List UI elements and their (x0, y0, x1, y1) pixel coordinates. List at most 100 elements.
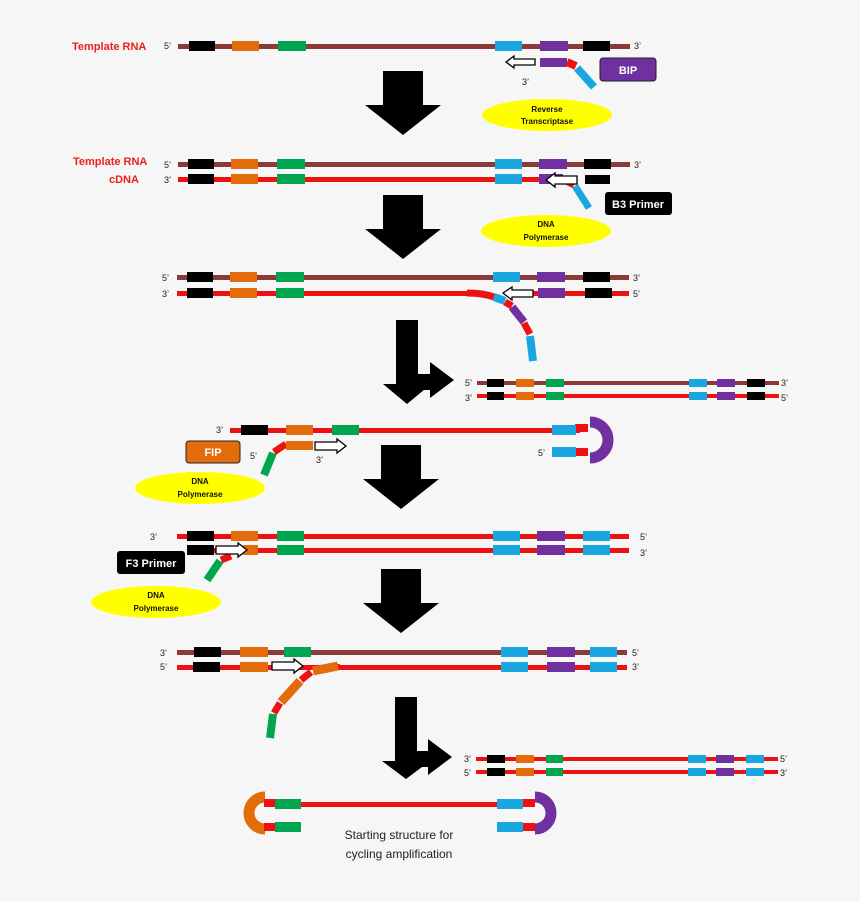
loop-icon (522, 791, 557, 835)
f1c-region (332, 425, 359, 435)
enzyme-label-line2: Polymerase (178, 490, 223, 499)
displaced-b1c-tail (526, 335, 537, 362)
enzyme-label-line1: DNA (147, 591, 165, 600)
caption-line2: cycling amplification (346, 847, 453, 861)
branch-arrow-icon (382, 697, 452, 779)
b1-region (552, 425, 576, 435)
end-label-3: 3’ (216, 425, 223, 435)
end-label-5: 5’ (640, 532, 647, 542)
displaced-strand (466, 289, 496, 301)
b3c-region (584, 159, 611, 169)
dumbbell-strand (300, 802, 500, 807)
f3-region (187, 272, 213, 282)
b1c-region (497, 799, 523, 809)
f1c-region (275, 822, 301, 832)
template-rna-strand (178, 162, 630, 167)
b2c-region (716, 768, 734, 776)
f3-region (487, 768, 505, 776)
end-label-3: 3’ (522, 77, 529, 87)
b1c-region (590, 647, 617, 657)
bip-box (599, 57, 657, 82)
dna-polymerase-ellipse (91, 586, 221, 618)
b3c-region (583, 41, 610, 51)
end-label-3: 3’ (162, 289, 169, 299)
bip-linker (565, 58, 578, 70)
fip-label: FIP (204, 447, 221, 459)
displaced-f1c-tail (266, 713, 277, 739)
f3-extension-strand (177, 665, 627, 670)
displaced-f2-region (312, 661, 339, 676)
b1c-region (493, 545, 520, 555)
cdna-strand (477, 394, 779, 398)
template-rna-strand (178, 44, 630, 49)
down-arrow-icon (365, 71, 441, 135)
displaced-f1-region (277, 677, 304, 706)
end-label-3: 3’ (634, 41, 641, 51)
template-rna-label: Template RNA (73, 156, 147, 168)
f3c-region (187, 531, 214, 541)
branch-arrow-icon (383, 320, 454, 404)
b3-primer-segment (585, 175, 610, 184)
end-label-5: 5’ (465, 378, 472, 388)
b1c-region (552, 447, 576, 457)
b3-extension-strand (530, 291, 629, 296)
f2c-region (230, 288, 257, 298)
b1-region (688, 755, 706, 763)
f3-region (188, 159, 214, 169)
primer-arrow-icon (314, 437, 348, 455)
end-label-3: 3’ (632, 662, 639, 672)
b3-primer-label: B3 Primer (612, 199, 665, 211)
b2-region (716, 755, 734, 763)
f3-primer-segment (187, 545, 214, 555)
end-label-3: 3’ (781, 378, 788, 388)
end-label-3: 3’ (164, 175, 171, 185)
f3-extension-strand (476, 770, 778, 774)
b3-primer-box (605, 192, 672, 215)
down-arrow-icon (363, 569, 439, 633)
f1c-region (277, 174, 305, 184)
end-label-3: 3’ (640, 548, 647, 558)
f3c-region (487, 755, 505, 763)
down-arrow-icon (365, 195, 441, 259)
bip-b1c-tail (574, 65, 597, 90)
f3-region (193, 662, 220, 672)
loop-icon (575, 416, 614, 464)
b1c-region (495, 41, 522, 51)
f1c-region (284, 647, 311, 657)
b1c-region (688, 768, 706, 776)
down-arrow-icon (363, 445, 439, 509)
enzyme-label-line1: DNA (191, 477, 209, 486)
end-label-5: 5’ (162, 273, 169, 283)
f2-region (240, 662, 268, 672)
end-label-3: 3’ (780, 768, 787, 778)
f3-primer-box (117, 551, 185, 574)
fip-linker (272, 441, 288, 455)
end-label-5: 5’ (464, 768, 471, 778)
enzyme-label-line1: Reverse (531, 105, 563, 114)
f1-region (278, 41, 306, 51)
b2c-region (547, 662, 575, 672)
f2c-region (231, 531, 258, 541)
primer-arrow-icon (504, 54, 536, 70)
f3-region (189, 41, 215, 51)
f1c-region (276, 288, 304, 298)
dna-polymerase-ellipse (481, 215, 611, 247)
end-label-3: 3’ (316, 455, 323, 465)
f1-region (277, 159, 305, 169)
primer-arrow-icon (544, 171, 578, 189)
b1-region (689, 392, 707, 400)
displaced-strand (520, 321, 534, 336)
primer-arrow-icon (215, 541, 249, 559)
template-rna-strand (477, 381, 779, 385)
f2-region (516, 379, 534, 387)
b3c-region (747, 379, 765, 387)
b3-region (747, 392, 765, 400)
b1-region (493, 531, 520, 541)
b2-region (538, 288, 565, 298)
f3c-region (194, 647, 221, 657)
b2c-region (537, 545, 565, 555)
b1-region (497, 822, 523, 832)
b1-region (583, 545, 610, 555)
primer-arrow-icon (271, 657, 305, 675)
